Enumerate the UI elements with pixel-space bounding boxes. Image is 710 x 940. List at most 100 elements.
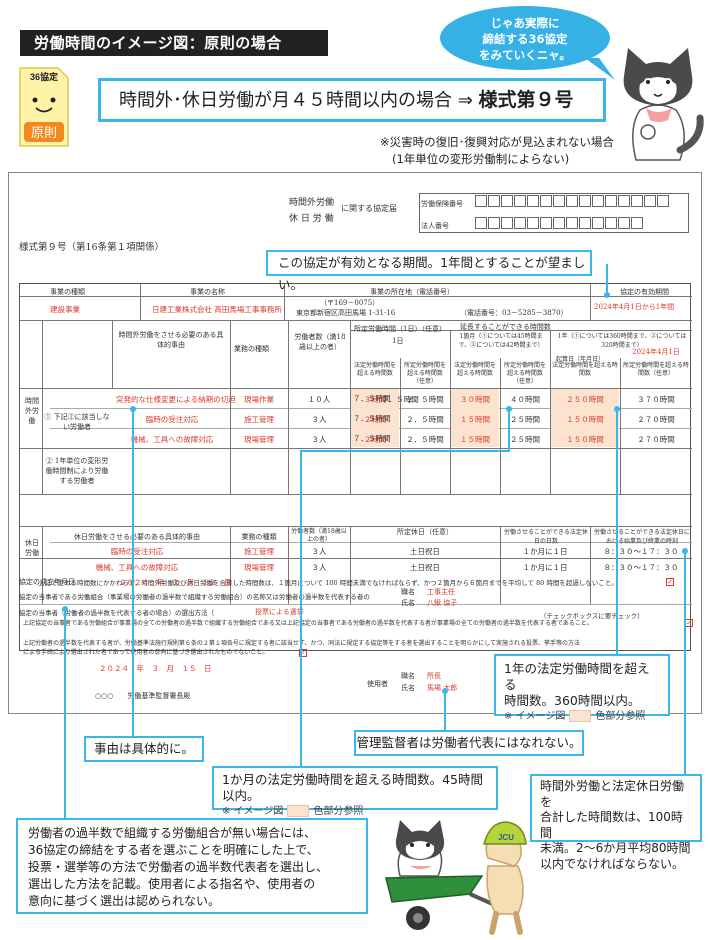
callout-union-line-2: 36協定の締結をする者を選ぶことを明確にした上で、: [28, 843, 319, 857]
header-work-type: 業務の種類: [234, 345, 269, 353]
row-work: 施工管理: [244, 415, 274, 424]
holiday-hours: ８：３０～１７：３０: [603, 547, 679, 556]
header-month: 1箇月（①については45時間まで、②については42時間まで）: [458, 333, 544, 349]
election-method: 投票による選挙: [255, 608, 304, 616]
rep-pos-label: 職名: [401, 588, 415, 596]
row1-year-fixed: ２７０時間: [637, 415, 675, 424]
cat-mascot-icon: [623, 48, 704, 161]
callout-year: 1年の法定労働時間を超える 時間数。360時間以内。 ※ イメージ図色部分参照: [494, 654, 670, 722]
rep-name: 八鍬 協子: [427, 599, 458, 607]
highlight-year: [551, 389, 619, 447]
confirm-checkbox-2[interactable]: ✓: [299, 649, 307, 657]
connector-year: [616, 410, 618, 654]
employer-label: 使用者: [367, 680, 388, 688]
corporate-number-boxes: [475, 217, 643, 229]
callout-union-line-5: 意向に基づく選出は認められない。: [28, 894, 221, 908]
connector-dot: [614, 406, 620, 412]
holiday-reason: 臨時の受注対応: [110, 547, 164, 556]
period-value: 2024年4月1日から1年間: [594, 303, 675, 311]
union-statement: 協定の当事者である労働組合（事業場の労働者の過半数で組織する労働組合）の名称又は…: [19, 593, 370, 601]
row0-fixed: ７．５時間: [353, 394, 391, 403]
row0-day-fixed: ２．５時間: [406, 395, 444, 404]
header-fixed-hours: 所定労働時間（1日）（任意）: [354, 325, 446, 333]
image-ref: ※ イメージ図: [504, 711, 566, 722]
side-label-overtime: 時間外労働: [25, 397, 39, 425]
confirm-checkbox-1[interactable]: ✓: [685, 619, 693, 627]
emp-name-label: 氏名: [401, 684, 415, 692]
helmet-text: JCU: [498, 833, 514, 842]
row0-year-fixed: ３７０時間: [637, 395, 675, 404]
holiday-header-holiday: 所定休日（任意）: [397, 528, 453, 536]
row-workers: ３人: [311, 415, 327, 424]
holiday-days: １か月に１日: [522, 563, 568, 572]
callout-year-line-1: 1年の法定労働時間を超える: [504, 661, 650, 692]
row-fixed: ７．５時間: [381, 395, 419, 404]
row2-fixed: ７．５時間: [353, 434, 391, 443]
col-address: 事業の所在地（電話番号）: [370, 288, 454, 296]
connector-month-v: [300, 450, 302, 768]
color-ref: 色部分参照: [313, 806, 364, 817]
insurance-number-boxes: [475, 195, 669, 207]
speech-bubble: じゃあ実際に 締結する36協定 をみていくニャ。: [440, 6, 610, 70]
group-2-label: ② 1年単位の変形労働時間制により労働する労働者: [45, 457, 109, 485]
note-badge: 原則: [31, 125, 57, 140]
header-month-fixed: 所定労働時間を超える時間数（任意）: [503, 362, 546, 385]
holiday-header-reason: 休日労働をさせる必要のある具体的事由: [74, 533, 200, 541]
holiday-header-work: 業務の種類: [241, 533, 277, 541]
bubble-line-1: じゃあ実際に: [490, 16, 560, 30]
connector-combined: [684, 552, 686, 778]
holiday-work: 施工管理: [244, 547, 274, 556]
row2-day-legal: ２時間: [363, 435, 387, 444]
row1-month-fixed: ２５時間: [510, 415, 540, 424]
bubble-tail-icon: [585, 58, 615, 80]
callout-manager: 管理監督者は労働者代表にはなれない。: [354, 730, 584, 756]
insurance-number-label: 労働保険番号: [421, 200, 463, 208]
holiday-header-hours: 労働させることができる法定休日における始業及び終業の時刻: [594, 529, 690, 545]
row2-month-fixed: ２５時間: [510, 435, 540, 444]
corporate-number-label: 法人番号: [421, 222, 449, 230]
color-swatch: [287, 805, 310, 817]
limit-checkbox[interactable]: ✓: [666, 578, 674, 586]
header-workers: 労働者数（満18歳以上の者）: [294, 333, 346, 351]
connector-month: [508, 412, 510, 452]
business-type-value: 建設事業: [50, 305, 80, 314]
header-year-legal: 法定労働時間を超える時間数: [552, 362, 618, 377]
header-reason: 時間外労働をさせる必要のある具体的事由: [118, 331, 224, 349]
connector-dot: [682, 548, 688, 554]
submit-date: ２０２４ 年 ３ 月 １５ 日: [99, 664, 212, 673]
row1-day-fixed: ２．５時間: [406, 415, 444, 424]
concluded-date: ２０２４ 年 ３ 月 １２ 日: [119, 578, 232, 587]
callout-combined: 時間外労働と法定休日労働を 合計した時間数は、100時間 未満。2～6か月平均8…: [530, 774, 702, 871]
row0-year-legal: ２５０時間: [566, 395, 604, 404]
connector-reason: [132, 410, 134, 746]
row-workers: ３人: [311, 435, 327, 444]
side-label-holiday: 休日労働: [25, 539, 39, 557]
callout-month: 1か月の法定労働時間を超える時間数。45時間以内。 ※ イメージ図色部分参照: [212, 766, 498, 817]
business-name-value: 日建工業株式会社 高田馬場工事事務所: [152, 305, 282, 314]
callout-combined-line-3: 未満。2～6か月平均80時間: [540, 841, 691, 855]
header-year-fixed: 所定労働時間を超える時間数（任意）: [623, 362, 689, 377]
callout-month-text: 1か月の法定労働時間を超える時間数。45時間以内。: [222, 772, 483, 803]
header-start-label: 起算日（年月日）: [556, 356, 605, 363]
holiday-workers: ３人: [311, 563, 327, 572]
connector-dot: [442, 688, 448, 694]
row-reason: 突発的な仕様変更による納期の切迫: [116, 395, 236, 404]
holiday-days-off: 土日祝日: [410, 563, 440, 572]
color-swatch: [569, 710, 592, 722]
connector-dot: [506, 406, 512, 412]
bubble-line-3: をみていくニャ。: [479, 48, 571, 62]
postal-code: （〒169－0075）: [320, 299, 380, 307]
connector-manager: [444, 692, 446, 732]
callout-union-line-1: 労働者の過半数で組織する労働組合が無い場合には、: [28, 826, 317, 840]
rep-position: 工事主任: [427, 588, 455, 596]
headline-box: 時間外･休日労働が月４５時間以内の場合 ⇒ 様式第９号: [98, 78, 606, 122]
row-reason: 機械、工具への故障対応: [130, 435, 214, 444]
overtime-table: 事業の種類 事業の名称 事業の所在地（電話番号） 協定の有効期間 建設事業 日建…: [19, 283, 692, 651]
callout-combined-line-1: 時間外労働と法定休日労働を: [540, 779, 685, 809]
connector-period: [606, 264, 608, 294]
row-work: 現場管理: [244, 435, 274, 444]
row-reason: 臨時の受注対応: [145, 415, 199, 424]
row2-month-legal: １５時間: [460, 435, 490, 444]
row2-year-fixed: ２７０時間: [637, 435, 675, 444]
header-extend: 延長することができる時間数: [460, 323, 551, 331]
